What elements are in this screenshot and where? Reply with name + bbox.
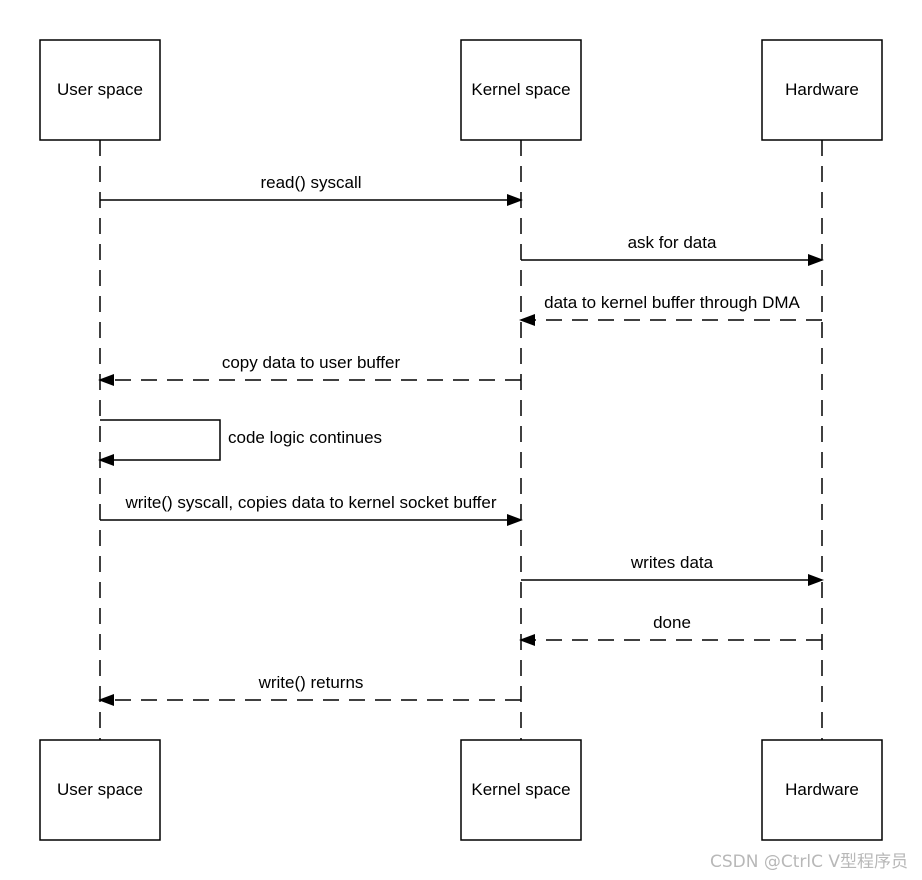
participant-label: Hardware bbox=[785, 80, 859, 99]
message-label: ask for data bbox=[628, 233, 717, 252]
message-read-syscall: read() syscall bbox=[100, 173, 523, 206]
message-label: read() syscall bbox=[260, 173, 361, 192]
message-self-code-logic: code logic continues bbox=[98, 419, 382, 466]
arrow-right-icon bbox=[808, 574, 824, 586]
message-label: data to kernel buffer through DMA bbox=[544, 293, 800, 312]
message-label: copy data to user buffer bbox=[222, 353, 401, 372]
participant-box-bottom-hardware: Hardware bbox=[761, 739, 883, 841]
participant-label: User space bbox=[57, 80, 143, 99]
message-dma-transfer: data to kernel buffer through DMA bbox=[519, 293, 822, 326]
arrow-left-icon bbox=[98, 454, 114, 466]
message-write-syscall: write() syscall, copies data to kernel s… bbox=[100, 493, 523, 526]
message-label: writes data bbox=[630, 553, 714, 572]
arrow-right-icon bbox=[507, 194, 523, 206]
arrow-left-icon bbox=[519, 634, 535, 646]
message-write-returns: write() returns bbox=[98, 673, 521, 706]
arrow-left-icon bbox=[98, 374, 114, 386]
arrow-left-icon bbox=[519, 314, 535, 326]
participant-label: Kernel space bbox=[471, 780, 570, 799]
message-copy-to-user: copy data to user buffer bbox=[98, 353, 521, 386]
participant-label: Kernel space bbox=[471, 80, 570, 99]
participant-box-bottom-kernel: Kernel space bbox=[460, 739, 582, 841]
arrow-left-icon bbox=[98, 694, 114, 706]
participant-box-bottom-user: User space bbox=[39, 739, 161, 841]
arrow-right-icon bbox=[507, 514, 523, 526]
message-done: done bbox=[519, 613, 822, 646]
participant-box-top-kernel: Kernel space bbox=[460, 39, 582, 141]
message-label: done bbox=[653, 613, 691, 632]
participant-label: Hardware bbox=[785, 780, 859, 799]
arrow-right-icon bbox=[808, 254, 824, 266]
message-label: write() syscall, copies data to kernel s… bbox=[124, 493, 496, 512]
participant-label: User space bbox=[57, 780, 143, 799]
message-label: write() returns bbox=[258, 673, 364, 692]
participant-box-top-hardware: Hardware bbox=[761, 39, 883, 141]
message-label: code logic continues bbox=[228, 428, 382, 447]
message-ask-for-data: ask for data bbox=[521, 233, 824, 266]
message-writes-data: writes data bbox=[521, 553, 824, 586]
participant-box-top-user: User space bbox=[39, 39, 161, 141]
watermark: CSDN @CtrlC V型程序员 bbox=[709, 852, 908, 872]
